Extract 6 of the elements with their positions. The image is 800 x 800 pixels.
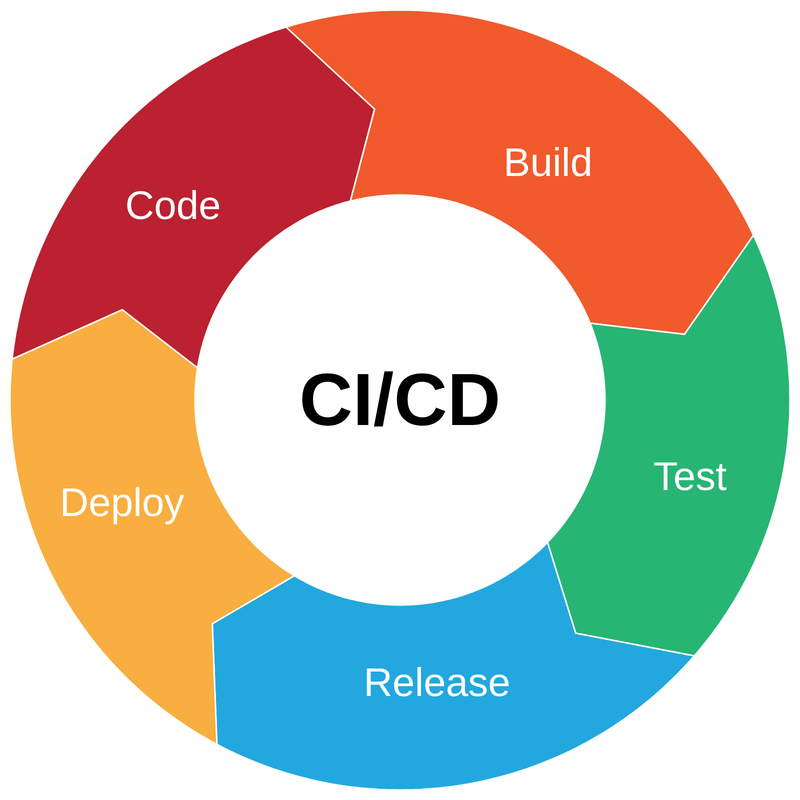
- stage-label: Release: [364, 663, 510, 703]
- center-title: CI/CD: [299, 363, 501, 437]
- stage-label: Build: [504, 143, 592, 183]
- stage-label: Deploy: [60, 483, 184, 523]
- stage-label: Code: [125, 186, 221, 226]
- stage-label: Test: [653, 457, 727, 497]
